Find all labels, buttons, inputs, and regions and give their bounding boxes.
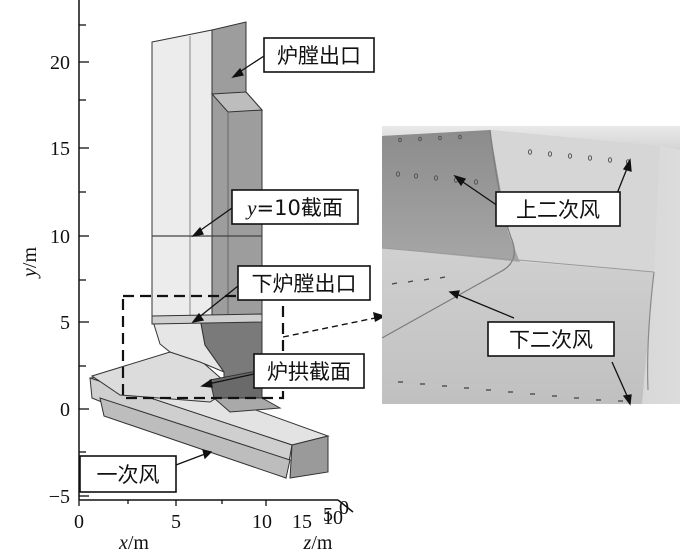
axes: 20 15 10 5 0 −5 y/m 0 5 10 15 10 5 0 x/m… (19, 0, 354, 552)
svg-text:一次风: 一次风 (97, 463, 160, 487)
svg-text:下炉膛出口: 下炉膛出口 (252, 272, 357, 296)
label-upper-secondary-air: 上二次风 (495, 191, 621, 227)
lower-nozzles (391, 276, 623, 402)
furnace-model (89, 21, 330, 479)
y-tick-neg5: −5 (49, 486, 70, 508)
z-tick-10: 10 (323, 507, 343, 529)
zoom-connector-dashed (282, 317, 376, 338)
svg-text:y=10截面: y=10截面 (245, 196, 343, 220)
svg-text:下二次风: 下二次风 (509, 328, 593, 352)
y-tick-0: 0 (60, 399, 70, 421)
z-axis-title: z/m (303, 532, 333, 552)
zoom-inset (381, 126, 680, 404)
x-tick-10: 10 (252, 511, 272, 533)
x-tick-5: 5 (171, 511, 181, 533)
primary-duct-front (99, 397, 291, 479)
inset-rounded-edge (381, 129, 515, 339)
label-lower-furnace-outlet: 下炉膛出口 (237, 265, 371, 301)
label-lower-secondary-air: 下二次风 (487, 321, 615, 357)
y-tick-10: 10 (50, 226, 70, 248)
x-axis-ticks (78, 500, 267, 506)
svg-text:炉拱截面: 炉拱截面 (267, 360, 351, 384)
inset-horizon (381, 247, 655, 273)
zoom-connector-arrowhead (373, 312, 386, 322)
z-tick-5: 5 (323, 504, 333, 526)
y-axis-title: y/m (19, 247, 41, 279)
zoom-region-box (121, 294, 285, 400)
label-furnace-outlet: 炉膛出口 (263, 37, 375, 73)
x-axis-title: x/m (118, 532, 149, 552)
y-axis-ticks (79, 24, 89, 497)
z-tick-15: 15 (292, 511, 312, 533)
inset-right-edge (647, 271, 655, 391)
y-tick-5: 5 (60, 312, 70, 334)
inset-top-face (382, 126, 680, 150)
y-tick-15: 15 (50, 138, 70, 160)
upper-shaft-left (151, 29, 213, 319)
label-primary-air: 一次风 (79, 455, 177, 493)
inset-upper-wall (382, 130, 520, 262)
furnace-outlet-face (210, 91, 264, 113)
upper-nozzles (395, 134, 631, 185)
y-tick-20: 20 (50, 52, 70, 74)
callout-arrows (167, 55, 632, 469)
z-tick-0: 0 (339, 497, 349, 519)
label-arch-section: 炉拱截面 (253, 353, 365, 389)
z-axis-line (337, 499, 354, 513)
svg-text:炉膛出口: 炉膛出口 (277, 44, 361, 68)
label-section-y10: y=10截面 (231, 189, 359, 225)
svg-text:上二次风: 上二次风 (516, 198, 600, 222)
x-tick-0: 0 (74, 511, 84, 533)
primary-duct-end (289, 435, 329, 479)
lower-outlet-band (151, 313, 263, 325)
